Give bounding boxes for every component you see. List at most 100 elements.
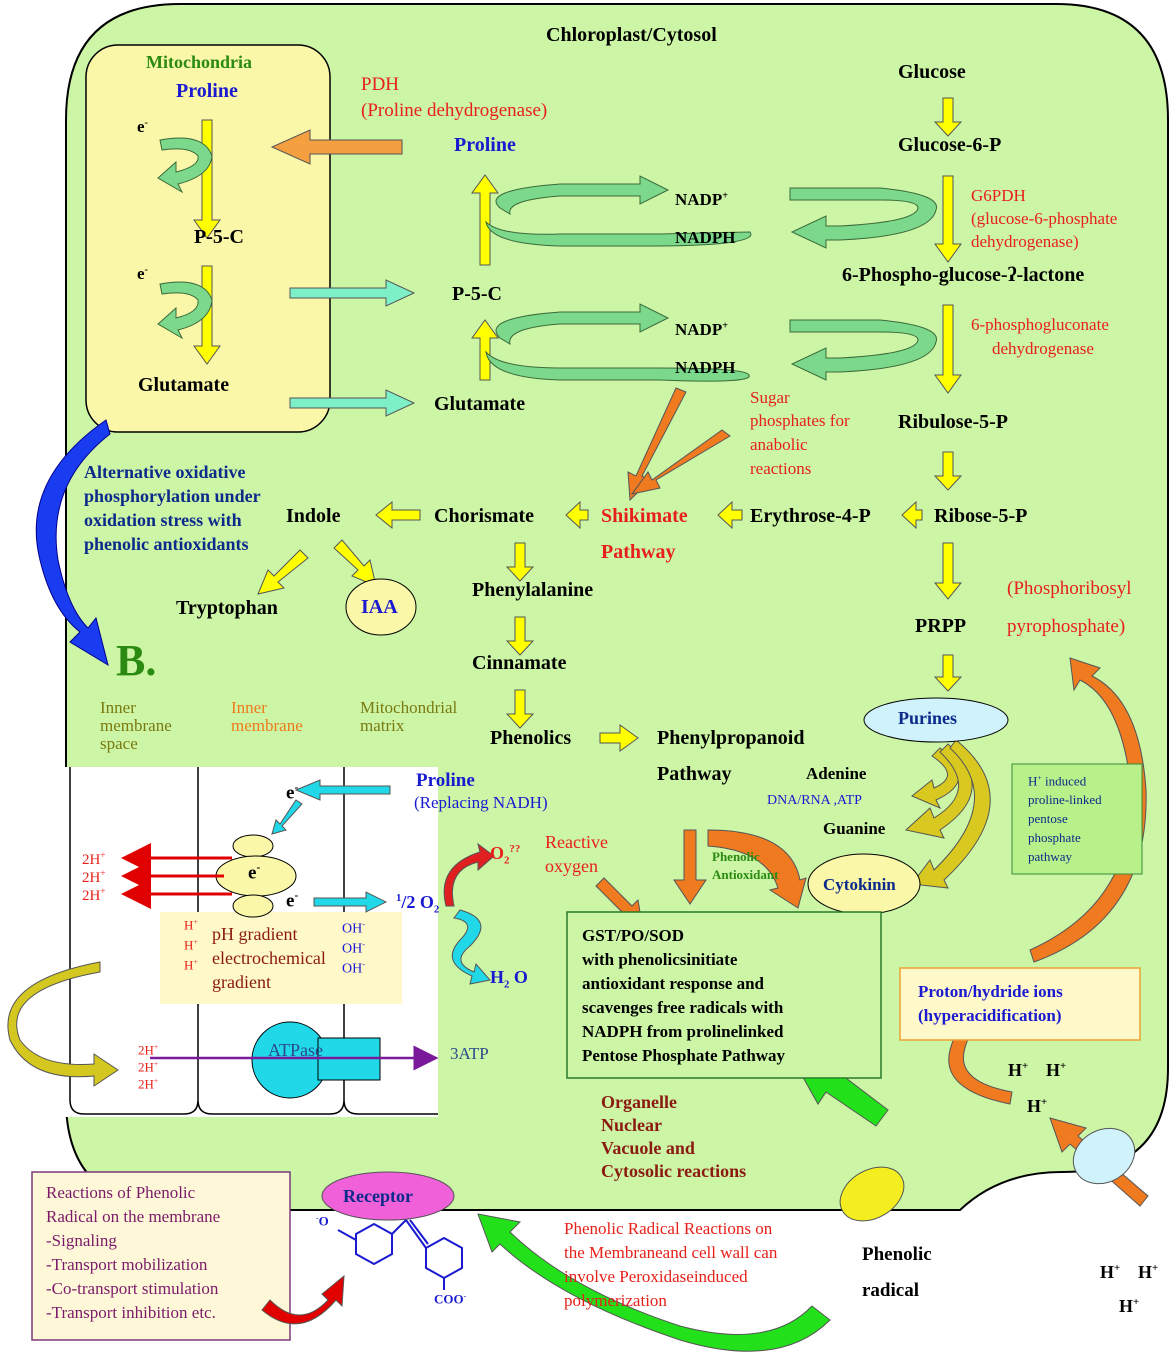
mito-e2: e-	[137, 264, 148, 283]
membrane-bilayer	[69, 767, 438, 1115]
phenolic-radical-2: radical	[862, 1280, 919, 1301]
h-out-c: H+	[1119, 1296, 1140, 1316]
prpp-2: pyrophosphate)	[1007, 616, 1126, 637]
reactions-1: Reactions of Phenolic	[46, 1183, 196, 1202]
ims-3: space	[100, 734, 138, 753]
glucose-6-p: Glucose-6-P	[898, 134, 1002, 156]
phenylpropanoid: Phenylpropanoid	[657, 727, 805, 749]
phenolic-molecule	[337, 1219, 463, 1290]
oh-2: OH-	[342, 940, 366, 957]
reactive-2: oxygen	[545, 856, 598, 876]
oh-3: OH-	[342, 960, 366, 977]
altox-2: phosphorylation under	[84, 486, 261, 506]
adenine: Adenine	[806, 764, 867, 783]
ims-1: Inner	[100, 698, 136, 717]
shikimate: Shikimate	[601, 505, 688, 527]
complex-top	[232, 834, 274, 858]
gst-6: Pentose Phosphate Pathway	[582, 1046, 786, 1065]
reactions-5: -Co-transport stimulation	[46, 1279, 219, 1298]
purines-node	[863, 697, 1009, 743]
altox-3: oxidation stress with	[84, 510, 242, 530]
h-induced-box	[1011, 763, 1143, 875]
h-induced-2: proline-linked	[1028, 792, 1102, 807]
h-out-1: 2H+	[82, 850, 106, 868]
ph-gradient-1: pH gradient	[212, 924, 298, 944]
atpase-label: ATPase	[268, 1040, 323, 1060]
phenylpropanoid-pathway: Pathway	[657, 763, 732, 785]
h-in-3: H+	[184, 957, 198, 973]
h-induced-5: pathway	[1028, 849, 1073, 864]
erythrose: Erythrose-4-P	[750, 505, 871, 527]
green-arrow-receptor	[477, 1213, 831, 1352]
panel-b-label: B.	[116, 636, 157, 685]
proton-box	[899, 967, 1141, 1041]
h-in-1: H+	[184, 917, 198, 933]
reactions-6: -Transport inhibition etc.	[46, 1303, 216, 1322]
ph-gradient-2: electrochemical	[212, 948, 326, 968]
molecule-coo: COO-	[434, 1291, 467, 1307]
phenolic-radical-1: Phenolic	[862, 1244, 932, 1265]
h-cell-3: H+	[1027, 1096, 1048, 1116]
lactone: 6-Phospho-glucose-ʔ-lactone	[842, 264, 1085, 286]
dna-rna: DNA/RNA ,ATP	[767, 793, 862, 808]
reactive-1: Reactive	[545, 832, 608, 852]
h-out-b: H+	[1138, 1262, 1159, 1282]
mitochondria-compartment	[85, 44, 331, 433]
atp-feed-arrow	[7, 961, 119, 1087]
gst-3: antioxidant response and	[582, 974, 765, 993]
altox-4: phenolic antioxidants	[84, 534, 249, 554]
g6pdh-1: (glucose-6-phosphate	[971, 209, 1118, 228]
ph-gradient-3: gradient	[212, 972, 271, 992]
prpp-1: (Phosphoribosyl	[1007, 578, 1132, 599]
sugar-4: reactions	[750, 459, 812, 478]
mito-p5c: P-5-C	[194, 226, 244, 248]
h-out-a: H+	[1100, 1262, 1121, 1282]
h-atp-1: 2H+	[138, 1042, 159, 1058]
pdh-label: PDH	[361, 74, 400, 95]
organelle-3: Vacuole and	[601, 1138, 695, 1158]
gst-1: GST/PO/SOD	[582, 926, 685, 945]
nadp-2: NADP+	[675, 320, 729, 339]
mm-2: matrix	[360, 716, 405, 735]
nadph-2: NADPH	[675, 358, 736, 377]
sugar-2: phosphates for	[750, 411, 850, 430]
molecule-o: -O	[316, 1213, 329, 1229]
reactions-3: -Signaling	[46, 1231, 117, 1250]
receptor-label: Receptor	[343, 1186, 413, 1206]
pgd-2: dehydrogenase	[992, 339, 1094, 358]
h-cell-2: H+	[1046, 1060, 1067, 1080]
chloroplast-title: Chloroplast/Cytosol	[546, 24, 717, 46]
membrane-proline: Proline	[416, 770, 475, 791]
h-induced-4: phosphate	[1028, 830, 1081, 845]
proton-2: (hyperacidification)	[918, 1006, 1062, 1025]
h2o: H2 O	[490, 967, 528, 991]
gst-4: scavenges free radicals with	[582, 998, 784, 1017]
g6pdh: G6PDH	[971, 186, 1026, 205]
h-atp-3: 2H+	[138, 1076, 159, 1092]
reactions-box	[31, 1171, 291, 1341]
receptor-node	[321, 1171, 455, 1221]
membrane-e3: e-	[286, 890, 299, 912]
h-atp-2: 2H+	[138, 1059, 159, 1075]
iaa-node	[345, 578, 417, 636]
chorismate: Chorismate	[434, 505, 534, 527]
nadph-1: NADPH	[675, 228, 736, 247]
indole: Indole	[286, 505, 341, 527]
gst-5: NADPH from prolinelinked	[582, 1022, 784, 1041]
g6pdh-2: dehydrogenase)	[971, 232, 1079, 251]
ribose: Ribose-5-P	[934, 505, 1028, 527]
mito-e1: e-	[137, 117, 148, 136]
organelle-1: Organelle	[601, 1092, 677, 1112]
half-o2: 1/2 O2	[396, 892, 440, 916]
tryptophan: Tryptophan	[176, 597, 278, 619]
phenylalanine: Phenylalanine	[472, 579, 594, 601]
cytokinin: Cytokinin	[823, 875, 896, 894]
mito-proline: Proline	[176, 80, 238, 102]
nadp-1: NADP+	[675, 190, 729, 209]
h-induced-1: H+ induced	[1028, 773, 1087, 789]
gst-box	[566, 911, 882, 1079]
replacing-nadh: (Replacing NADH)	[414, 793, 548, 812]
atp-label: 3ATP	[450, 1044, 489, 1063]
